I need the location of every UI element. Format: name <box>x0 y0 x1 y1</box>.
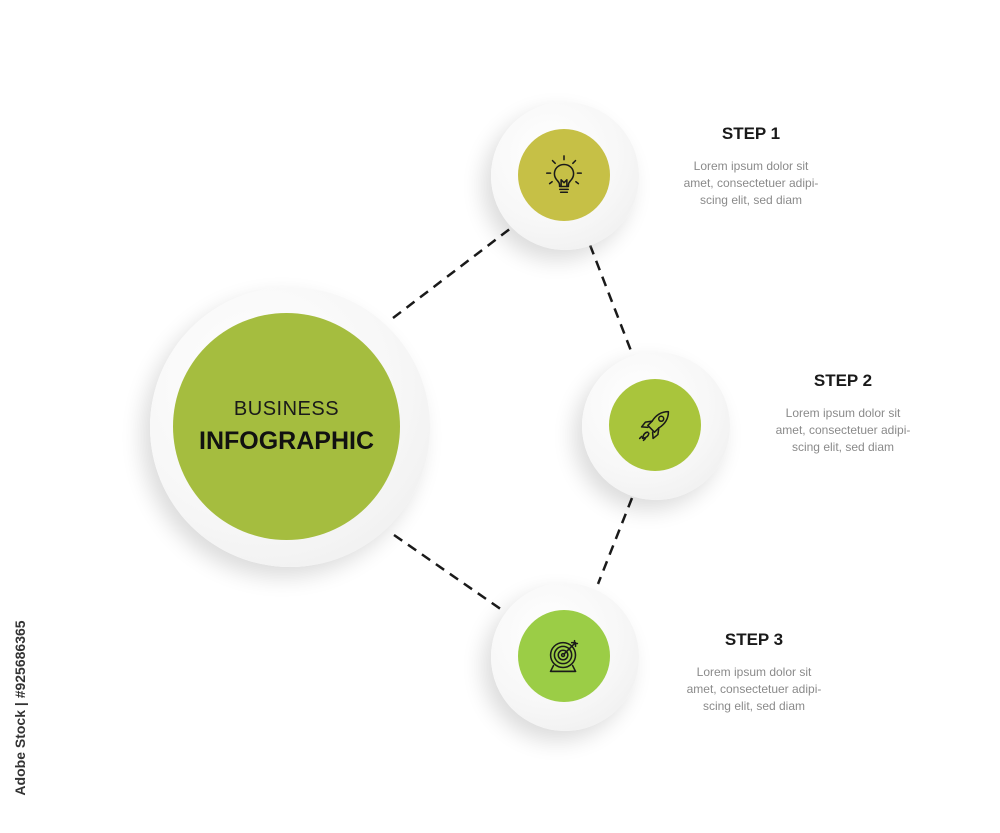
step1-circle <box>491 102 639 250</box>
connector-step1-to-step2 <box>588 244 635 357</box>
connector-main-to-step1 <box>392 224 516 319</box>
step1-title: STEP 1 <box>721 124 781 143</box>
main-title-line1: BUSINESS <box>233 397 340 420</box>
main-title-line2: INFOGRAPHIC <box>199 426 374 455</box>
step1-circle-fill <box>518 129 610 221</box>
step1-description: Lorem ipsum dolor sit amet, consectetuer… <box>661 158 841 209</box>
step1-desc-line2: amet, consectetuer adipi- <box>683 176 819 190</box>
step2-title: STEP 2 <box>813 371 873 390</box>
step2-circle-fill <box>609 379 701 471</box>
step2-description: Lorem ipsum dolor sit amet, consectetuer… <box>753 405 933 456</box>
step3-desc-line2: amet, consectetuer adipi- <box>686 682 822 696</box>
main-circle: BUSINESS INFOGRAPHIC <box>150 287 430 567</box>
step3-desc-line1: Lorem ipsum dolor sit <box>696 665 812 679</box>
step1-text-block: STEP 1 Lorem ipsum dolor sit amet, conse… <box>661 124 841 209</box>
connector-main-to-step3 <box>393 533 503 612</box>
connector-step2-to-step3 <box>596 497 634 585</box>
stock-credit: Adobe Stock | #925686365 <box>8 598 32 818</box>
step2-circle <box>582 352 730 500</box>
step3-circle <box>491 583 639 731</box>
step1-desc-line1: Lorem ipsum dolor sit <box>693 159 809 173</box>
stock-credit-text: Adobe Stock | #925686365 <box>12 620 28 796</box>
step3-desc-line3: scing elit, sed diam <box>702 699 806 713</box>
main-circle-fill: BUSINESS INFOGRAPHIC <box>173 313 400 540</box>
step1-desc-line3: scing elit, sed diam <box>699 193 803 207</box>
step2-text-block: STEP 2 Lorem ipsum dolor sit amet, conse… <box>753 371 933 456</box>
step3-text-block: STEP 3 Lorem ipsum dolor sit amet, conse… <box>664 630 844 715</box>
step2-desc-line1: Lorem ipsum dolor sit <box>785 406 901 420</box>
step3-title: STEP 3 <box>724 630 784 649</box>
step2-desc-line2: amet, consectetuer adipi- <box>775 423 911 437</box>
lightbulb-icon <box>545 155 583 194</box>
step2-desc-line3: scing elit, sed diam <box>791 440 895 454</box>
step3-description: Lorem ipsum dolor sit amet, consectetuer… <box>664 664 844 715</box>
target-icon <box>549 639 579 673</box>
rocket-icon <box>638 410 670 442</box>
step3-circle-fill <box>518 610 610 702</box>
